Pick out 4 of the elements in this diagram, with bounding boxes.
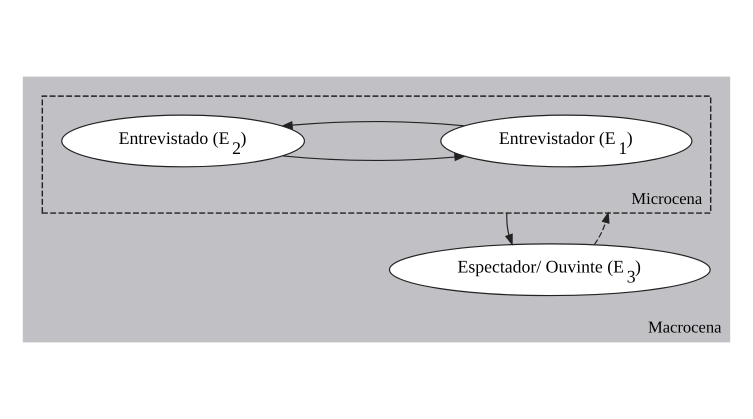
arrow (282, 152, 466, 162)
arrow (280, 120, 464, 130)
arrow (594, 211, 610, 245)
arrow (504, 213, 513, 246)
